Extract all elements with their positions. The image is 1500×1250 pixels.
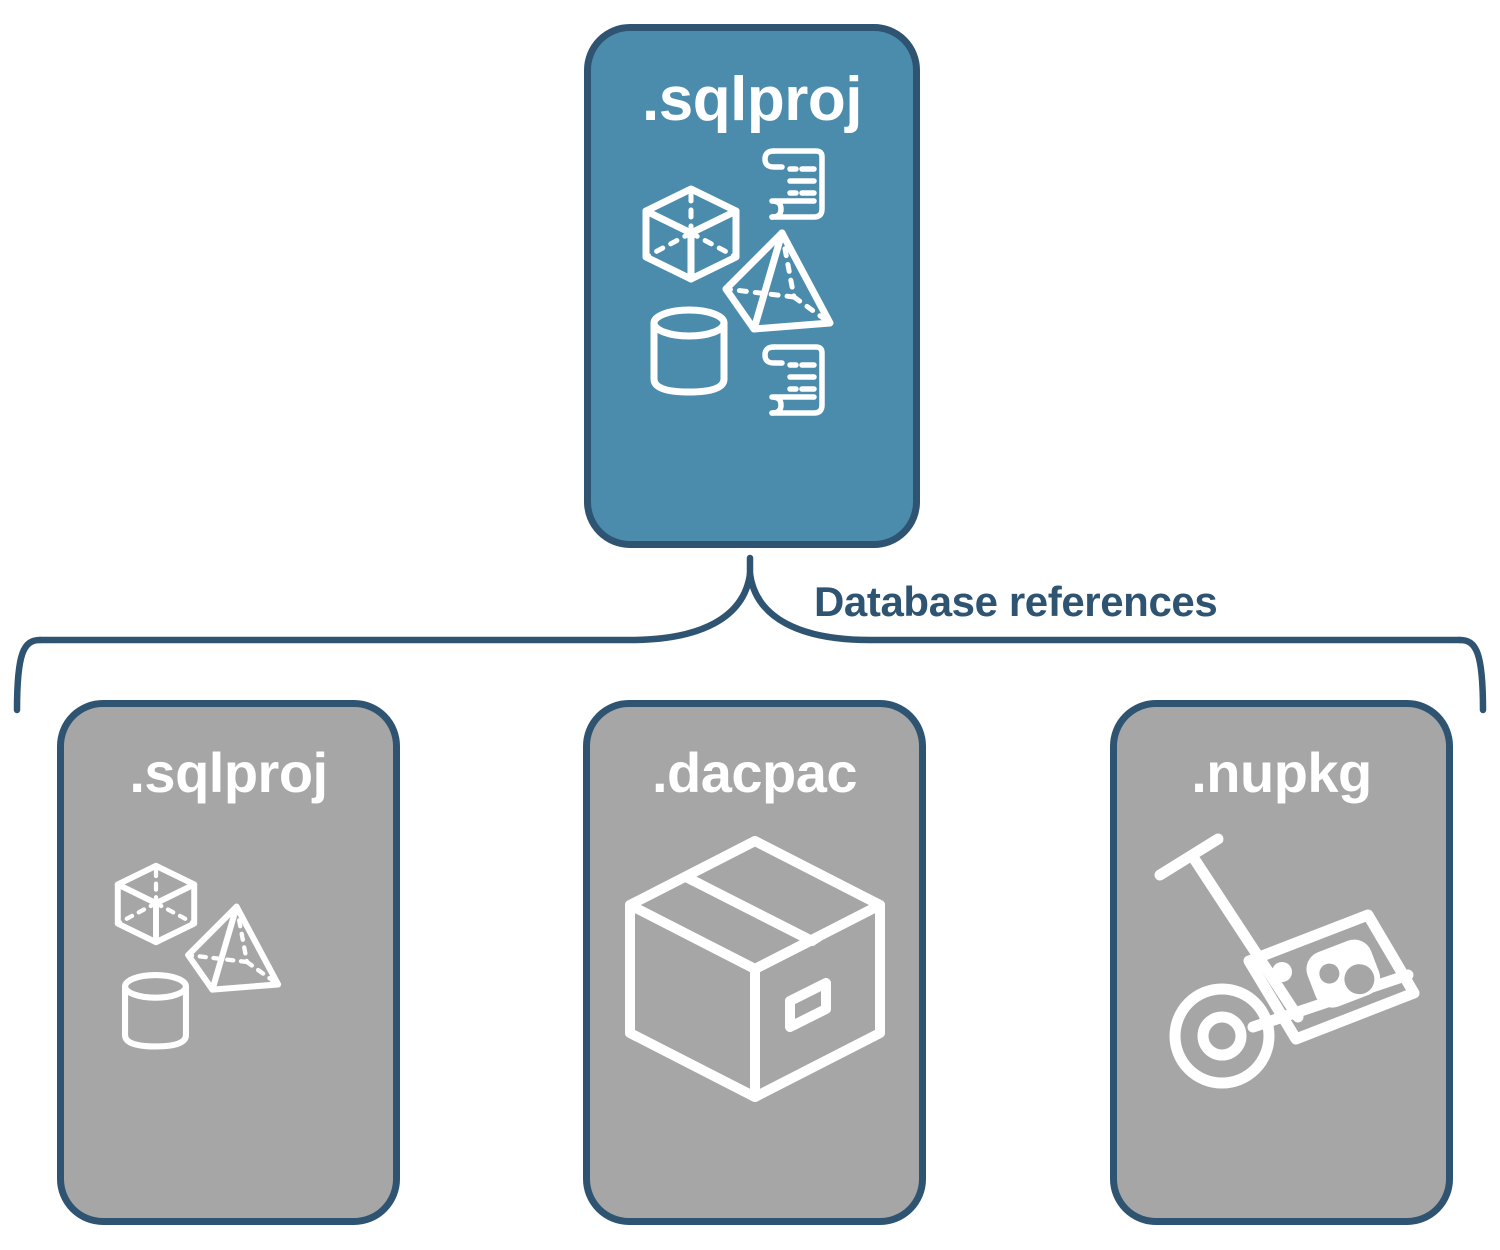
leaf-card-dacpac[interactable]: .dacpac — [583, 700, 926, 1225]
leaf-card-nupkg-icon-group — [1132, 811, 1432, 1141]
leaf-card-sqlproj[interactable]: .sqlproj — [57, 700, 400, 1225]
pyramid-wireframe-icon — [184, 903, 281, 993]
brace-label-database-references: Database references — [814, 578, 1218, 625]
root-card-sqlproj[interactable]: .sqlproj — [584, 24, 920, 548]
leaf-card-sqlproj-title: .sqlproj — [129, 741, 328, 804]
root-card-icon-group — [632, 143, 872, 423]
leaf-card-dacpac-title: .dacpac — [651, 741, 858, 804]
scroll-document-icon — [762, 148, 825, 220]
cube-wireframe-icon — [642, 185, 740, 283]
pyramid-wireframe-icon — [722, 229, 834, 333]
cylinder-wireframe-icon — [121, 972, 189, 1050]
scroll-document-icon — [762, 344, 825, 416]
cube-wireframe-icon — [114, 862, 197, 946]
leaf-card-nupkg-title: .nupkg — [1191, 741, 1372, 804]
leaf-card-nupkg[interactable]: .nupkg — [1110, 700, 1453, 1225]
leaf-card-sqlproj-icon-group — [79, 811, 379, 1141]
leaf-card-dacpac-icon-group — [605, 811, 905, 1141]
hand-truck-nuget-package-icon — [1154, 833, 1419, 1089]
package-box-icon — [624, 836, 885, 1102]
cylinder-wireframe-icon — [650, 306, 728, 396]
root-card-title: .sqlproj — [642, 65, 862, 134]
